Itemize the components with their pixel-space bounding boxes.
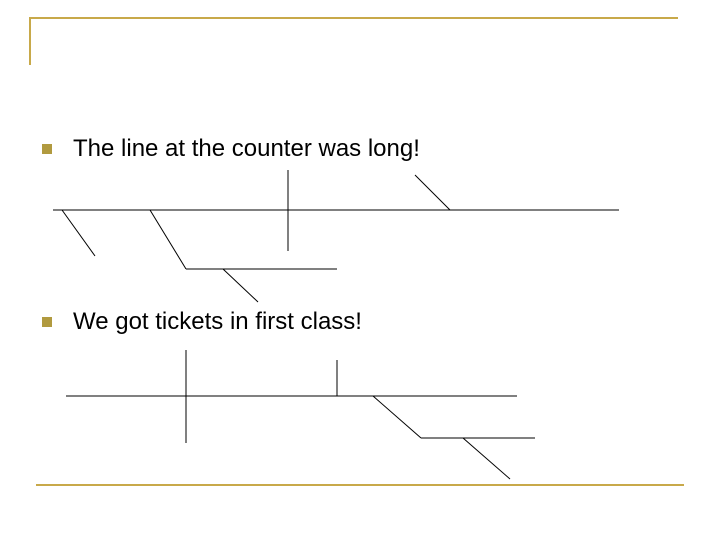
bullet-item-2: We got tickets in first class! [42,308,362,336]
bullet-text-1: The line at the counter was long! [73,135,420,162]
diagram2-object-modifier-slant [462,437,511,480]
diagram1-modifier-slant-1 [61,209,96,257]
diagram1-object-modifier-slant [222,268,259,303]
bullet-text-2: We got tickets in first class! [73,308,362,335]
square-bullet-icon [42,317,52,327]
diagram2-prepositional-slant [372,395,422,439]
frame-top-border [29,17,678,19]
frame-left-border [29,17,31,65]
diagram1-predicate-complement-divider [414,174,451,211]
diagram1-prepositional-slant [149,209,187,270]
bullet-item-1: The line at the counter was long! [42,135,420,163]
sentence-diagram-2 [66,350,535,480]
square-bullet-icon [42,144,52,154]
frame-bottom-border [36,484,684,486]
sentence-diagram-1 [53,170,619,303]
